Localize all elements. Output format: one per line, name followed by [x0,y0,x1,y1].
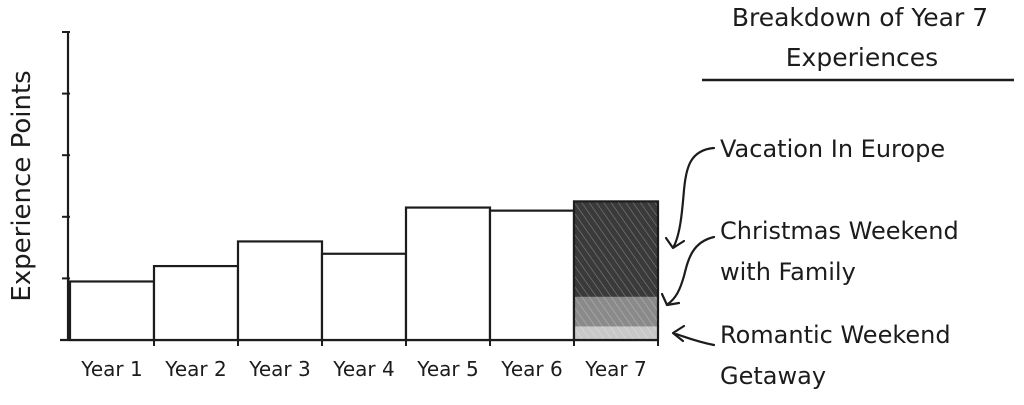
bar-segment-texture-2 [574,201,658,297]
segment-label-romantic-line1: Romantic Weekend [720,321,951,349]
bar-5 [404,206,492,342]
breakdown-title-line1: Breakdown of Year 7 [732,3,988,32]
segment-label-romantic-line2: Getaway [720,362,826,390]
bar-6 [488,209,576,342]
bar-2 [152,264,240,342]
callout-arrow-christmas [666,235,716,306]
callout-arrow-vacation [672,146,716,248]
callout-arrow-romantic-head [671,324,686,343]
breakdown-title-line2: Experiences [786,43,938,72]
x-tick-label: Year 4 [332,357,394,381]
x-tick-label: Year 2 [164,357,226,381]
bar-4 [320,252,408,342]
x-tick-label: Year 7 [584,357,646,381]
callout-arrow-romantic [674,332,716,347]
bar-1 [68,280,156,342]
x-tick-label: Year 1 [80,357,142,381]
bar-outline-year-7 [572,200,660,342]
x-tick-label: Year 6 [500,357,562,381]
callout-arrow-vacation-head [664,236,686,250]
bar-segment-texture-0 [574,326,658,340]
bar-3 [236,240,324,342]
x-tick-label: Year 5 [416,357,478,381]
segment-label-christmas-line2: with Family [720,258,856,286]
bar-segment-texture-1 [574,296,658,327]
y-axis-label: Experience Points [7,70,37,301]
segment-label-christmas-line1: Christmas Weekend [720,217,959,245]
callout-arrow-christmas-head [660,292,681,307]
x-tick-label: Year 3 [248,357,310,381]
segment-label-vacation: Vacation In Europe [720,135,945,163]
